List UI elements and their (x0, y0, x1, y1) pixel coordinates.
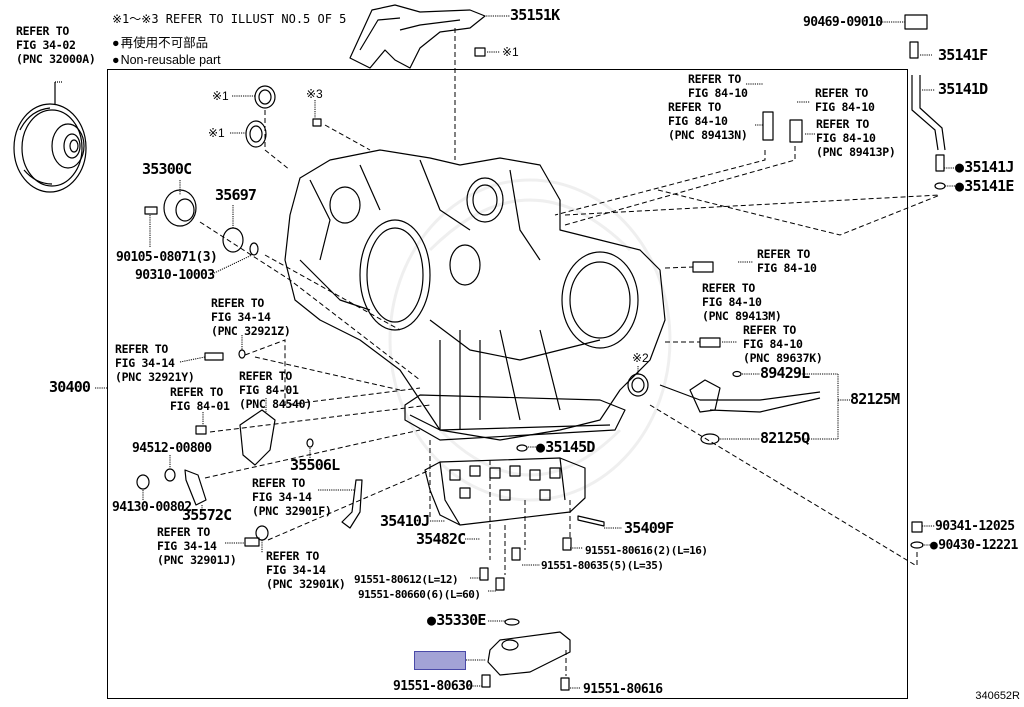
part-89429l[interactable]: 89429L (760, 364, 810, 382)
part-35141e[interactable]: 35141E (955, 179, 1014, 194)
ref-pnc-32921z[interactable]: REFER TO FIG 34-14 (PNC 32921Z) (211, 296, 291, 338)
oil-strainer-drawing (487, 618, 571, 676)
note-3-plug: ※3 (306, 87, 323, 101)
ref-fig-84-10-bolt-a[interactable]: REFER TO FIG 84-10 (688, 72, 748, 100)
part-90310-10003[interactable]: 90310-10003 (135, 268, 215, 283)
wire-harness-drawing (659, 379, 821, 413)
part-90430-12221[interactable]: 90430-12221 (930, 538, 1018, 553)
part-35572c[interactable]: 35572C (182, 506, 232, 524)
part-90341-12025[interactable]: 90341-12025 (935, 519, 1015, 534)
sensor-89413p (789, 119, 803, 143)
ref-pnc-89637k[interactable]: REFER TO FIG 84-10 (PNC 89637K) (743, 323, 823, 365)
ref-pnc-89413n[interactable]: REFER TO FIG 84-10 (PNC 89413N) (668, 100, 748, 142)
sensor-89413n (762, 111, 774, 141)
transmission-case-drawing (284, 149, 666, 441)
ref-pnc-32921y[interactable]: REFER TO FIG 34-14 (PNC 32921Y) (115, 342, 195, 384)
part-82125m[interactable]: 82125M (850, 390, 900, 408)
part-35141d[interactable]: 35141D (938, 80, 988, 98)
plug-note3 (312, 118, 322, 127)
ref-fig-84-01[interactable]: REFER TO FIG 84-01 (170, 385, 230, 413)
legend-non-reusable-en: Non-reusable part (112, 53, 221, 68)
ref-pnc-32901f[interactable]: REFER TO FIG 34-14 (PNC 32901F) (252, 476, 332, 518)
part-94130-00802[interactable]: 94130-00802 (112, 500, 192, 515)
hose-35141d (911, 75, 946, 151)
part-90105-08071[interactable]: 90105-08071(3) (116, 250, 218, 265)
note-1-seal-b: ※1 (208, 126, 225, 140)
illustration-reference-note: ※1～※3 REFER TO ILLUST NO.5 OF 5 (112, 12, 347, 26)
oil-seal-a (254, 85, 276, 109)
ref-torque-converter[interactable]: REFER TO FIG 34-02 (PNC 32000A) (16, 24, 96, 66)
watermark-logo (388, 178, 672, 502)
part-91551-80612[interactable]: 91551-80612(L=12) (354, 573, 459, 586)
pump-35300c (163, 189, 197, 227)
part-91551-80616[interactable]: 91551-80616 (583, 682, 663, 697)
ref-pnc-32901k[interactable]: REFER TO FIG 34-14 (PNC 32901K) (266, 549, 346, 591)
ref-fig-84-10-bolt-c[interactable]: REFER TO FIG 84-10 (757, 247, 817, 275)
note-1-seal-a: ※1 (212, 89, 229, 103)
o-ring-35697 (222, 227, 244, 253)
part-35141j[interactable]: 35141J (955, 160, 1014, 175)
sensor-90469 (904, 14, 928, 30)
part-35330e[interactable]: 35330E (427, 613, 486, 628)
part-94512-00800[interactable]: 94512-00800 (132, 441, 212, 456)
switch-84540-drawing (239, 409, 276, 466)
part-30400[interactable]: 30400 (49, 378, 91, 396)
part-91551-80630[interactable]: 91551-80630 (393, 679, 473, 694)
part-82125q[interactable]: 82125Q (760, 429, 810, 447)
ref-pnc-89413p[interactable]: REFER TO FIG 84-10 (PNC 89413P) (816, 117, 896, 159)
sensor-89413m (692, 261, 714, 273)
part-35482c[interactable]: 35482C (416, 530, 466, 548)
legend-non-reusable-jp: 再使用不可部品 (112, 36, 209, 51)
cover-35151k-drawing (349, 4, 486, 69)
oil-seal-note2 (627, 373, 649, 397)
note-2-seal: ※2 (632, 351, 649, 365)
part-91551-80660[interactable]: 91551-80660(6)(L=60) (358, 588, 481, 601)
ref-pnc-84540[interactable]: REFER TO FIG 84-01 (PNC 84540) (239, 369, 312, 411)
part-35145d[interactable]: 35145D (536, 440, 595, 455)
note-1-bolt: ※1 (502, 45, 519, 59)
part-35151k[interactable]: 35151K (510, 6, 560, 24)
ref-pnc-89413m[interactable]: REFER TO FIG 84-10 (PNC 89413M) (702, 281, 782, 323)
part-35410j[interactable]: 35410J (380, 512, 430, 530)
sensor-89637k (699, 337, 721, 348)
illustration-code: 340652R (975, 690, 1020, 702)
part-90469-09010[interactable]: 90469-09010 (803, 15, 883, 30)
ref-fig-84-10-bolt-b[interactable]: REFER TO FIG 84-10 (815, 86, 875, 114)
valve-body-drawing (424, 457, 586, 526)
highlighted-part-callout[interactable] (414, 651, 466, 670)
part-91551-80635[interactable]: 91551-80635(5)(L=35) (541, 559, 664, 572)
part-35506l[interactable]: 35506L (290, 456, 340, 474)
ref-pnc-32901j[interactable]: REFER TO FIG 34-14 (PNC 32901J) (157, 525, 237, 567)
part-35141f[interactable]: 35141F (938, 46, 988, 64)
part-35300c[interactable]: 35300C (142, 160, 192, 178)
part-35409f[interactable]: 35409F (624, 519, 674, 537)
torque-converter-drawing (13, 81, 87, 193)
oil-seal-b (245, 120, 267, 148)
part-35697[interactable]: 35697 (215, 186, 257, 204)
part-91551-80616-l16[interactable]: 91551-80616(2)(L=16) (585, 544, 708, 557)
